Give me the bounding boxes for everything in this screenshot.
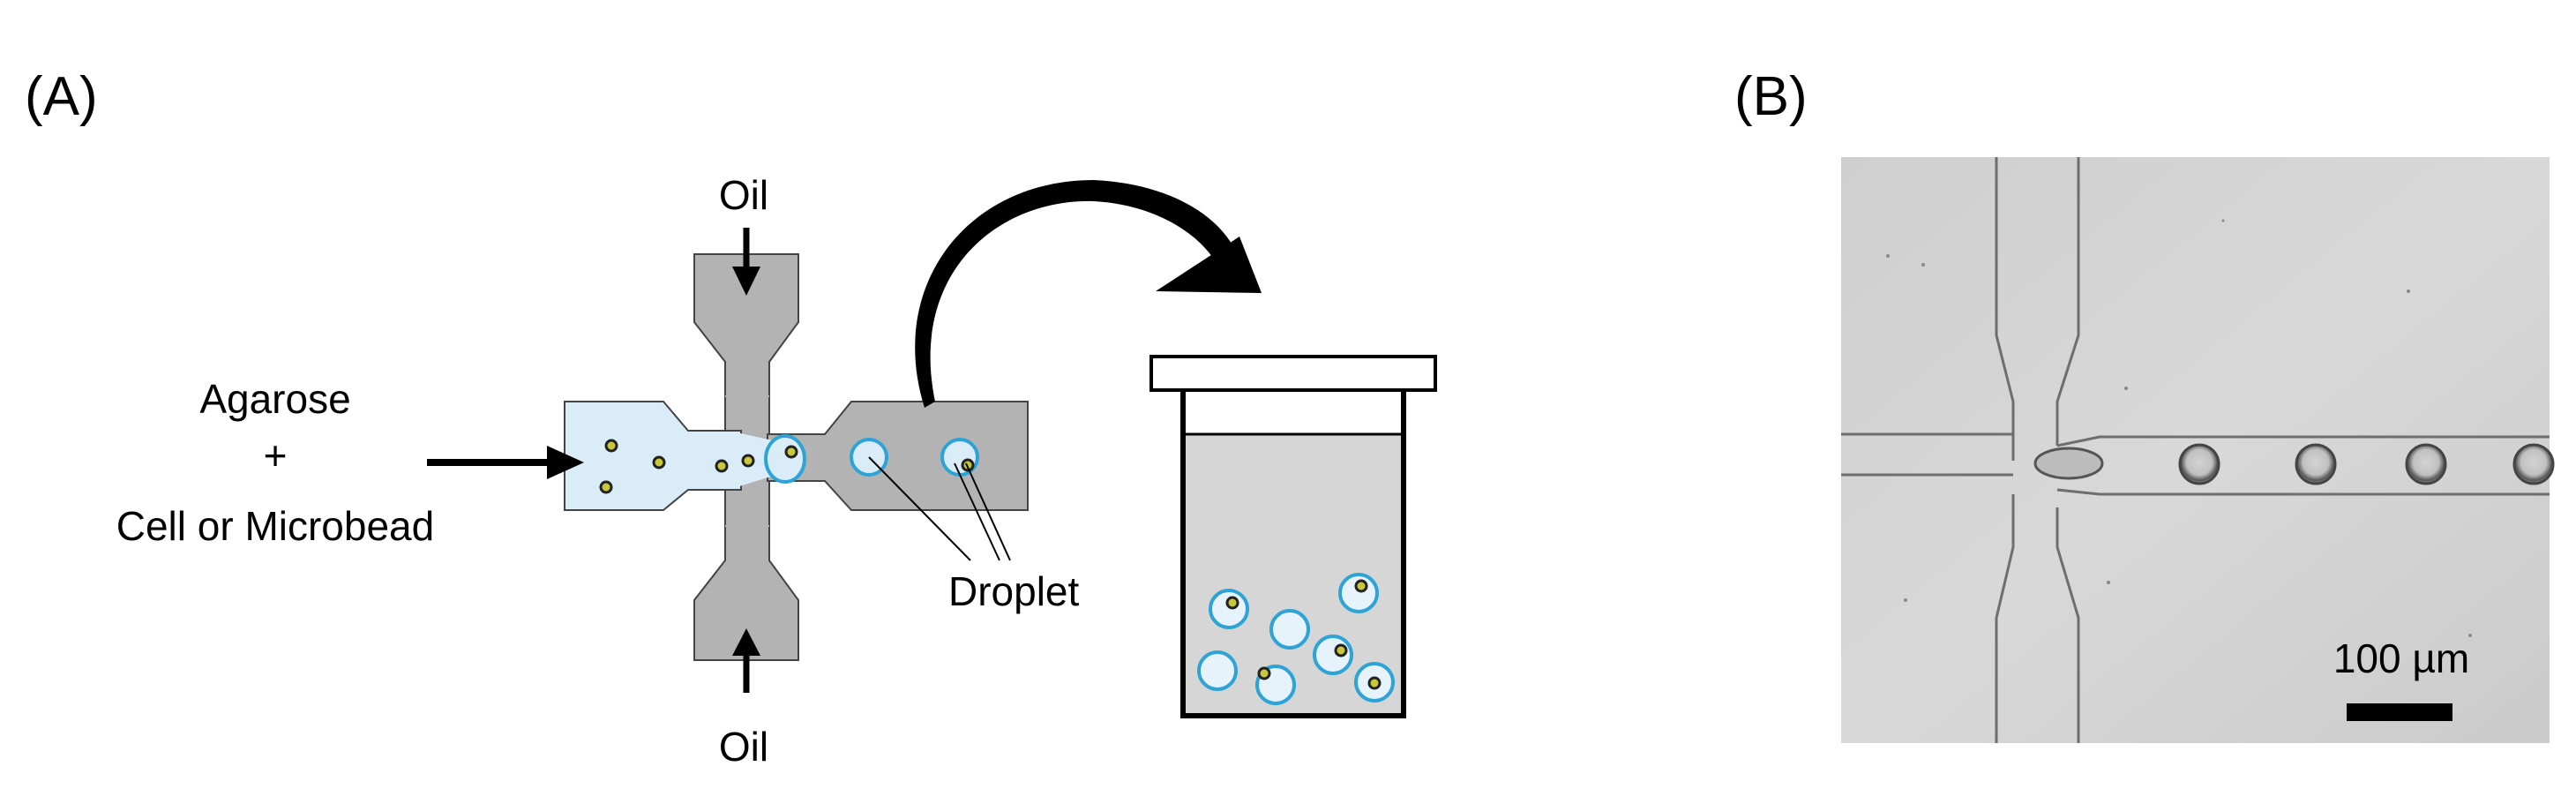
scale-bar-label: 100 µm bbox=[2333, 635, 2469, 681]
vertical-channel-walls bbox=[1995, 157, 2080, 743]
outlet-channel bbox=[767, 401, 1029, 511]
collected-droplets bbox=[1197, 573, 1395, 705]
collected-particles bbox=[1225, 579, 1382, 690]
forming-droplet bbox=[764, 434, 806, 484]
droplet-label: Droplet bbox=[948, 568, 1080, 614]
oil-top-arrow bbox=[732, 228, 760, 296]
aqueous-neck bbox=[737, 432, 776, 487]
tube-rim bbox=[1149, 355, 1437, 392]
particles bbox=[599, 439, 798, 494]
oil-bottom-arrow bbox=[732, 628, 760, 693]
transfer-arrow bbox=[915, 180, 1262, 408]
micrograph-droplets bbox=[2178, 443, 2555, 485]
droplet-pointers bbox=[868, 456, 1011, 561]
oil-bottom-label: Oil bbox=[719, 724, 768, 770]
panel-b-label: (B) bbox=[1734, 66, 1808, 127]
micrograph: 100 µm bbox=[1841, 157, 2555, 743]
tube-body bbox=[1180, 388, 1406, 718]
panel-a-label: (A) bbox=[25, 66, 98, 127]
oil-channel-bottom bbox=[693, 524, 799, 661]
inlet-channel-walls bbox=[1841, 432, 2013, 477]
inlet-arrow bbox=[427, 446, 584, 479]
oil-top-label: Oil bbox=[719, 172, 768, 218]
inlet-label-line3: Cell or Microbead bbox=[116, 503, 434, 549]
inlet-label-line1: Agarose bbox=[199, 376, 350, 422]
outlet-channel-walls bbox=[2056, 435, 2550, 496]
collection-tube bbox=[1149, 355, 1437, 718]
inlet-label-line2: + bbox=[264, 432, 288, 478]
scale-bar bbox=[2347, 703, 2452, 721]
forming-jet bbox=[2033, 447, 2104, 480]
aqueous-inlet-channel bbox=[564, 401, 742, 511]
debris bbox=[1886, 219, 2472, 637]
